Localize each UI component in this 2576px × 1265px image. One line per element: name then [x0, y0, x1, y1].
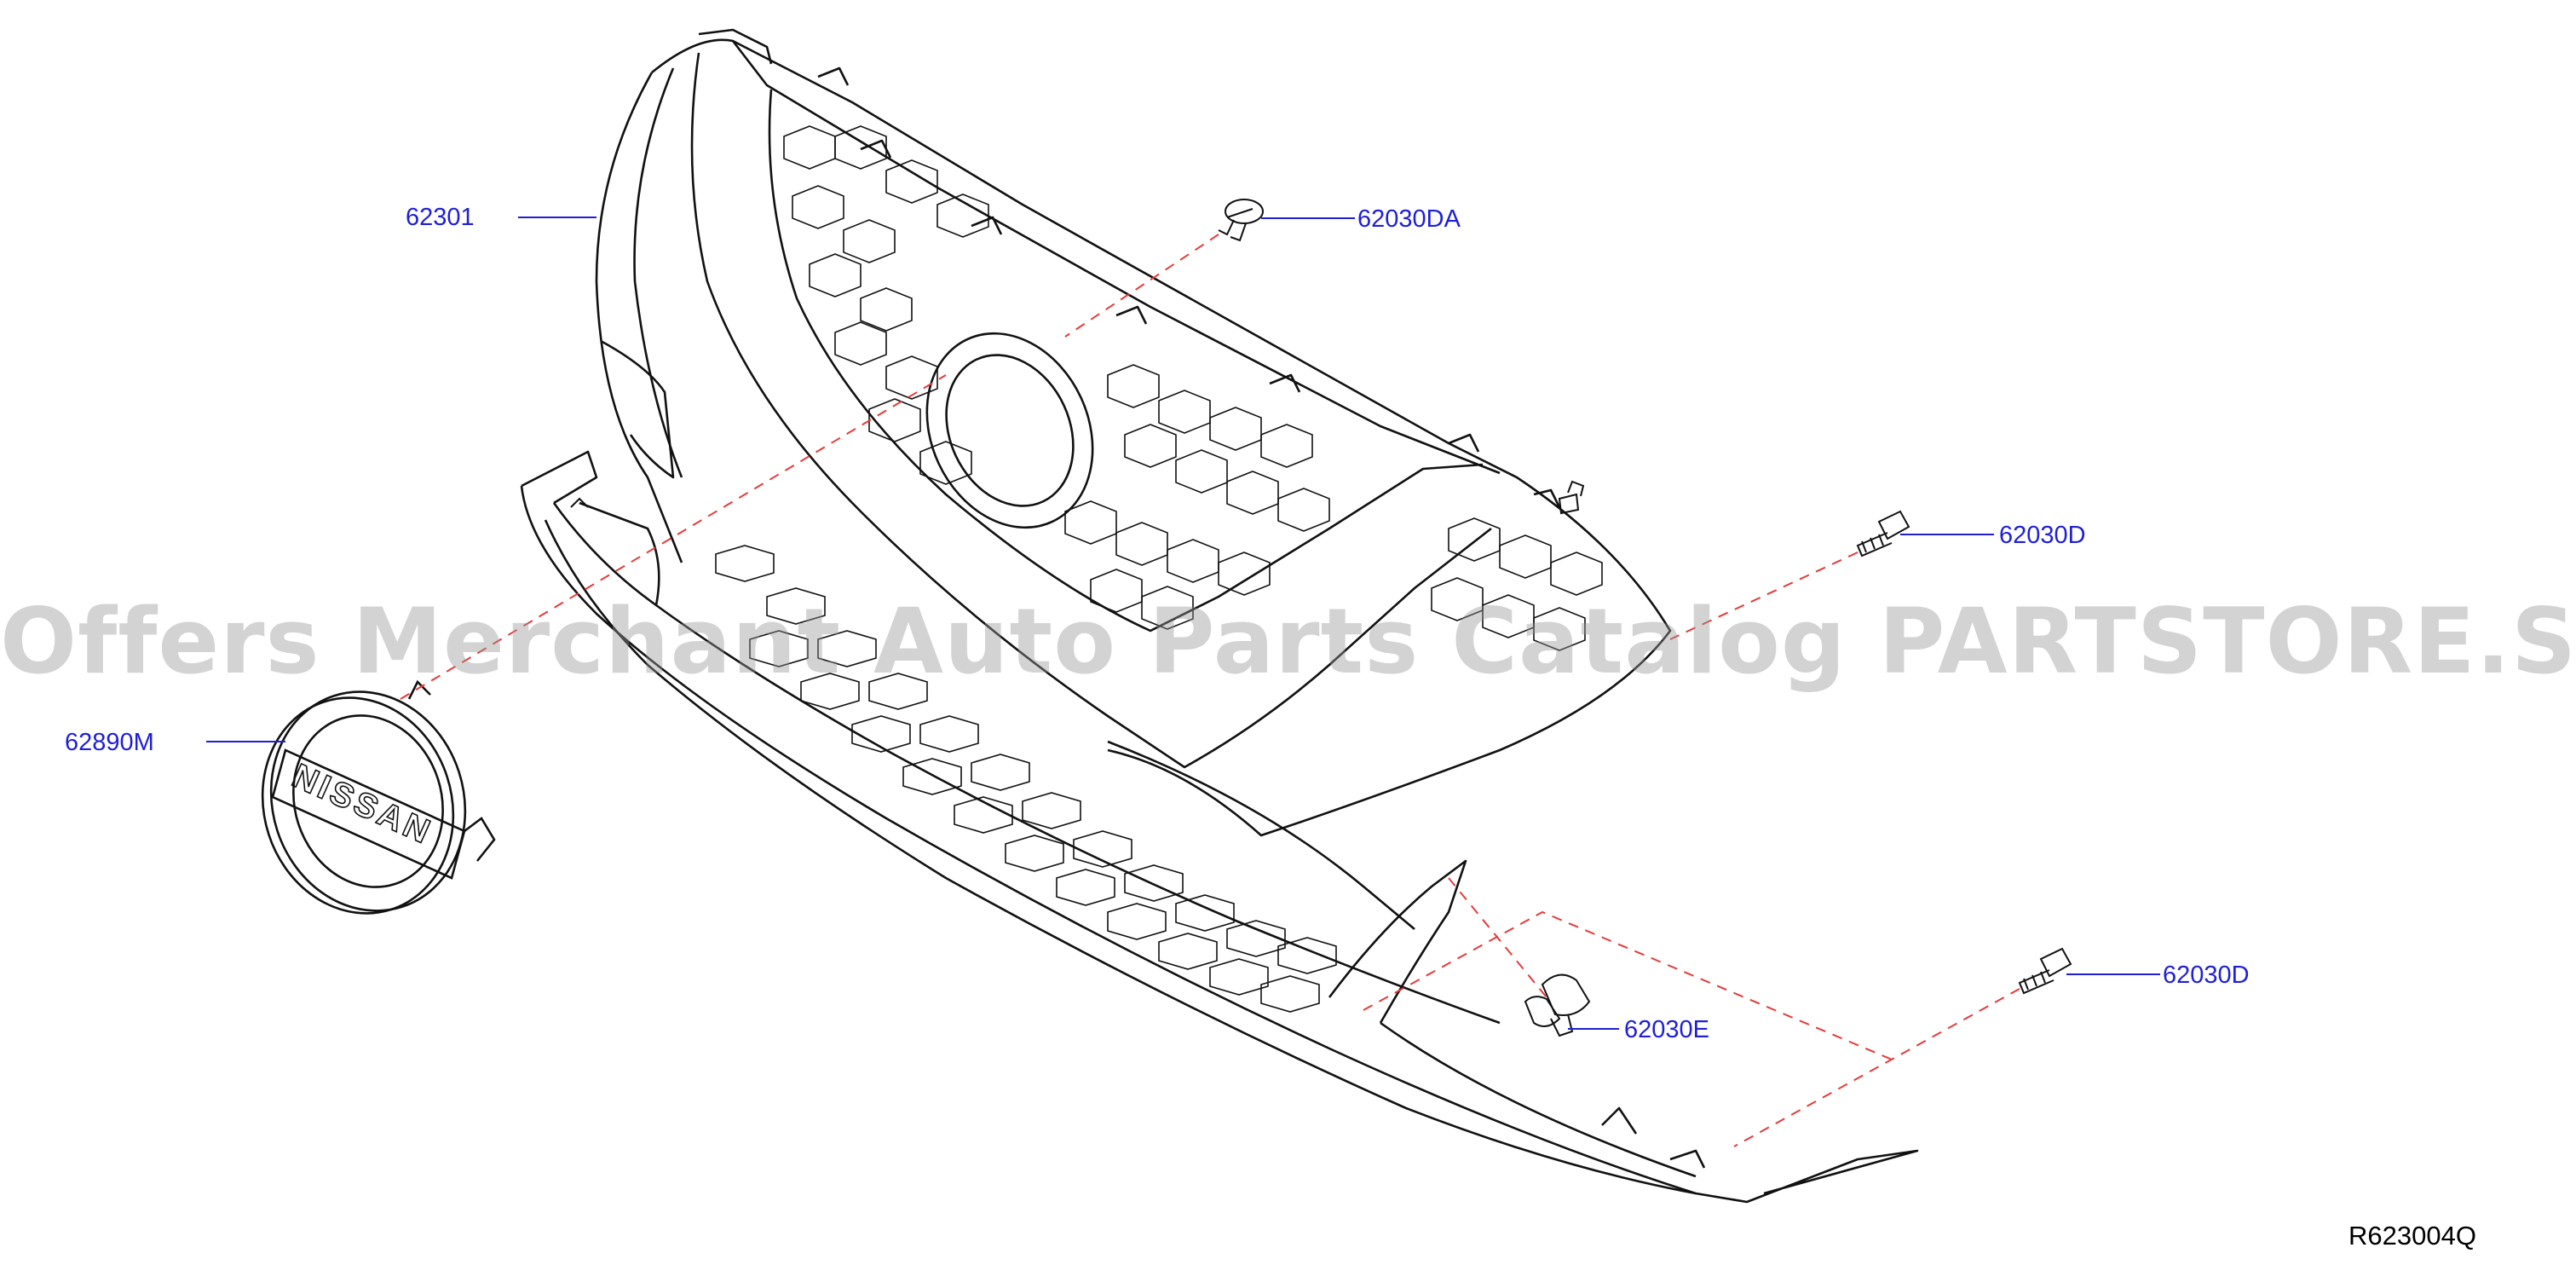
screw-62030d-lower — [2018, 947, 2072, 995]
part-label-screw-upper[interactable]: 62030D — [1999, 522, 2086, 549]
clip-62030e — [1524, 973, 1591, 1037]
upper-mesh — [783, 125, 1603, 651]
part-label-clip-top[interactable]: 62030DA — [1357, 205, 1461, 233]
part-label-emblem[interactable]: 62890M — [65, 729, 154, 756]
lower-mesh — [715, 545, 1337, 1013]
nissan-emblem — [261, 679, 496, 915]
grille-frame — [595, 28, 1672, 837]
leader-screw-lower — [1733, 988, 2020, 1147]
leader-clip-lower-2 — [1363, 910, 1897, 1062]
watermark-text: Offers Merchant Auto Parts Catalog PARTS… — [0, 589, 2576, 694]
lower-fascia — [520, 450, 1919, 1204]
label-leaders — [206, 217, 2160, 1030]
leader-emblem — [400, 374, 947, 700]
fascia-pin — [570, 480, 1585, 515]
part-label-screw-lower[interactable]: 62030D — [2163, 962, 2250, 989]
leader-clip-top — [1064, 234, 1219, 338]
clip-62030da — [1218, 199, 1264, 242]
leader-clip-lower — [1448, 877, 1547, 998]
diagram-code: R623004Q — [2348, 1221, 2476, 1251]
part-label-grille[interactable]: 62301 — [406, 204, 475, 231]
dashed-leaders — [400, 234, 2020, 1147]
screw-62030d-upper — [1856, 510, 1910, 557]
part-label-clip-lower[interactable]: 62030E — [1624, 1016, 1709, 1043]
